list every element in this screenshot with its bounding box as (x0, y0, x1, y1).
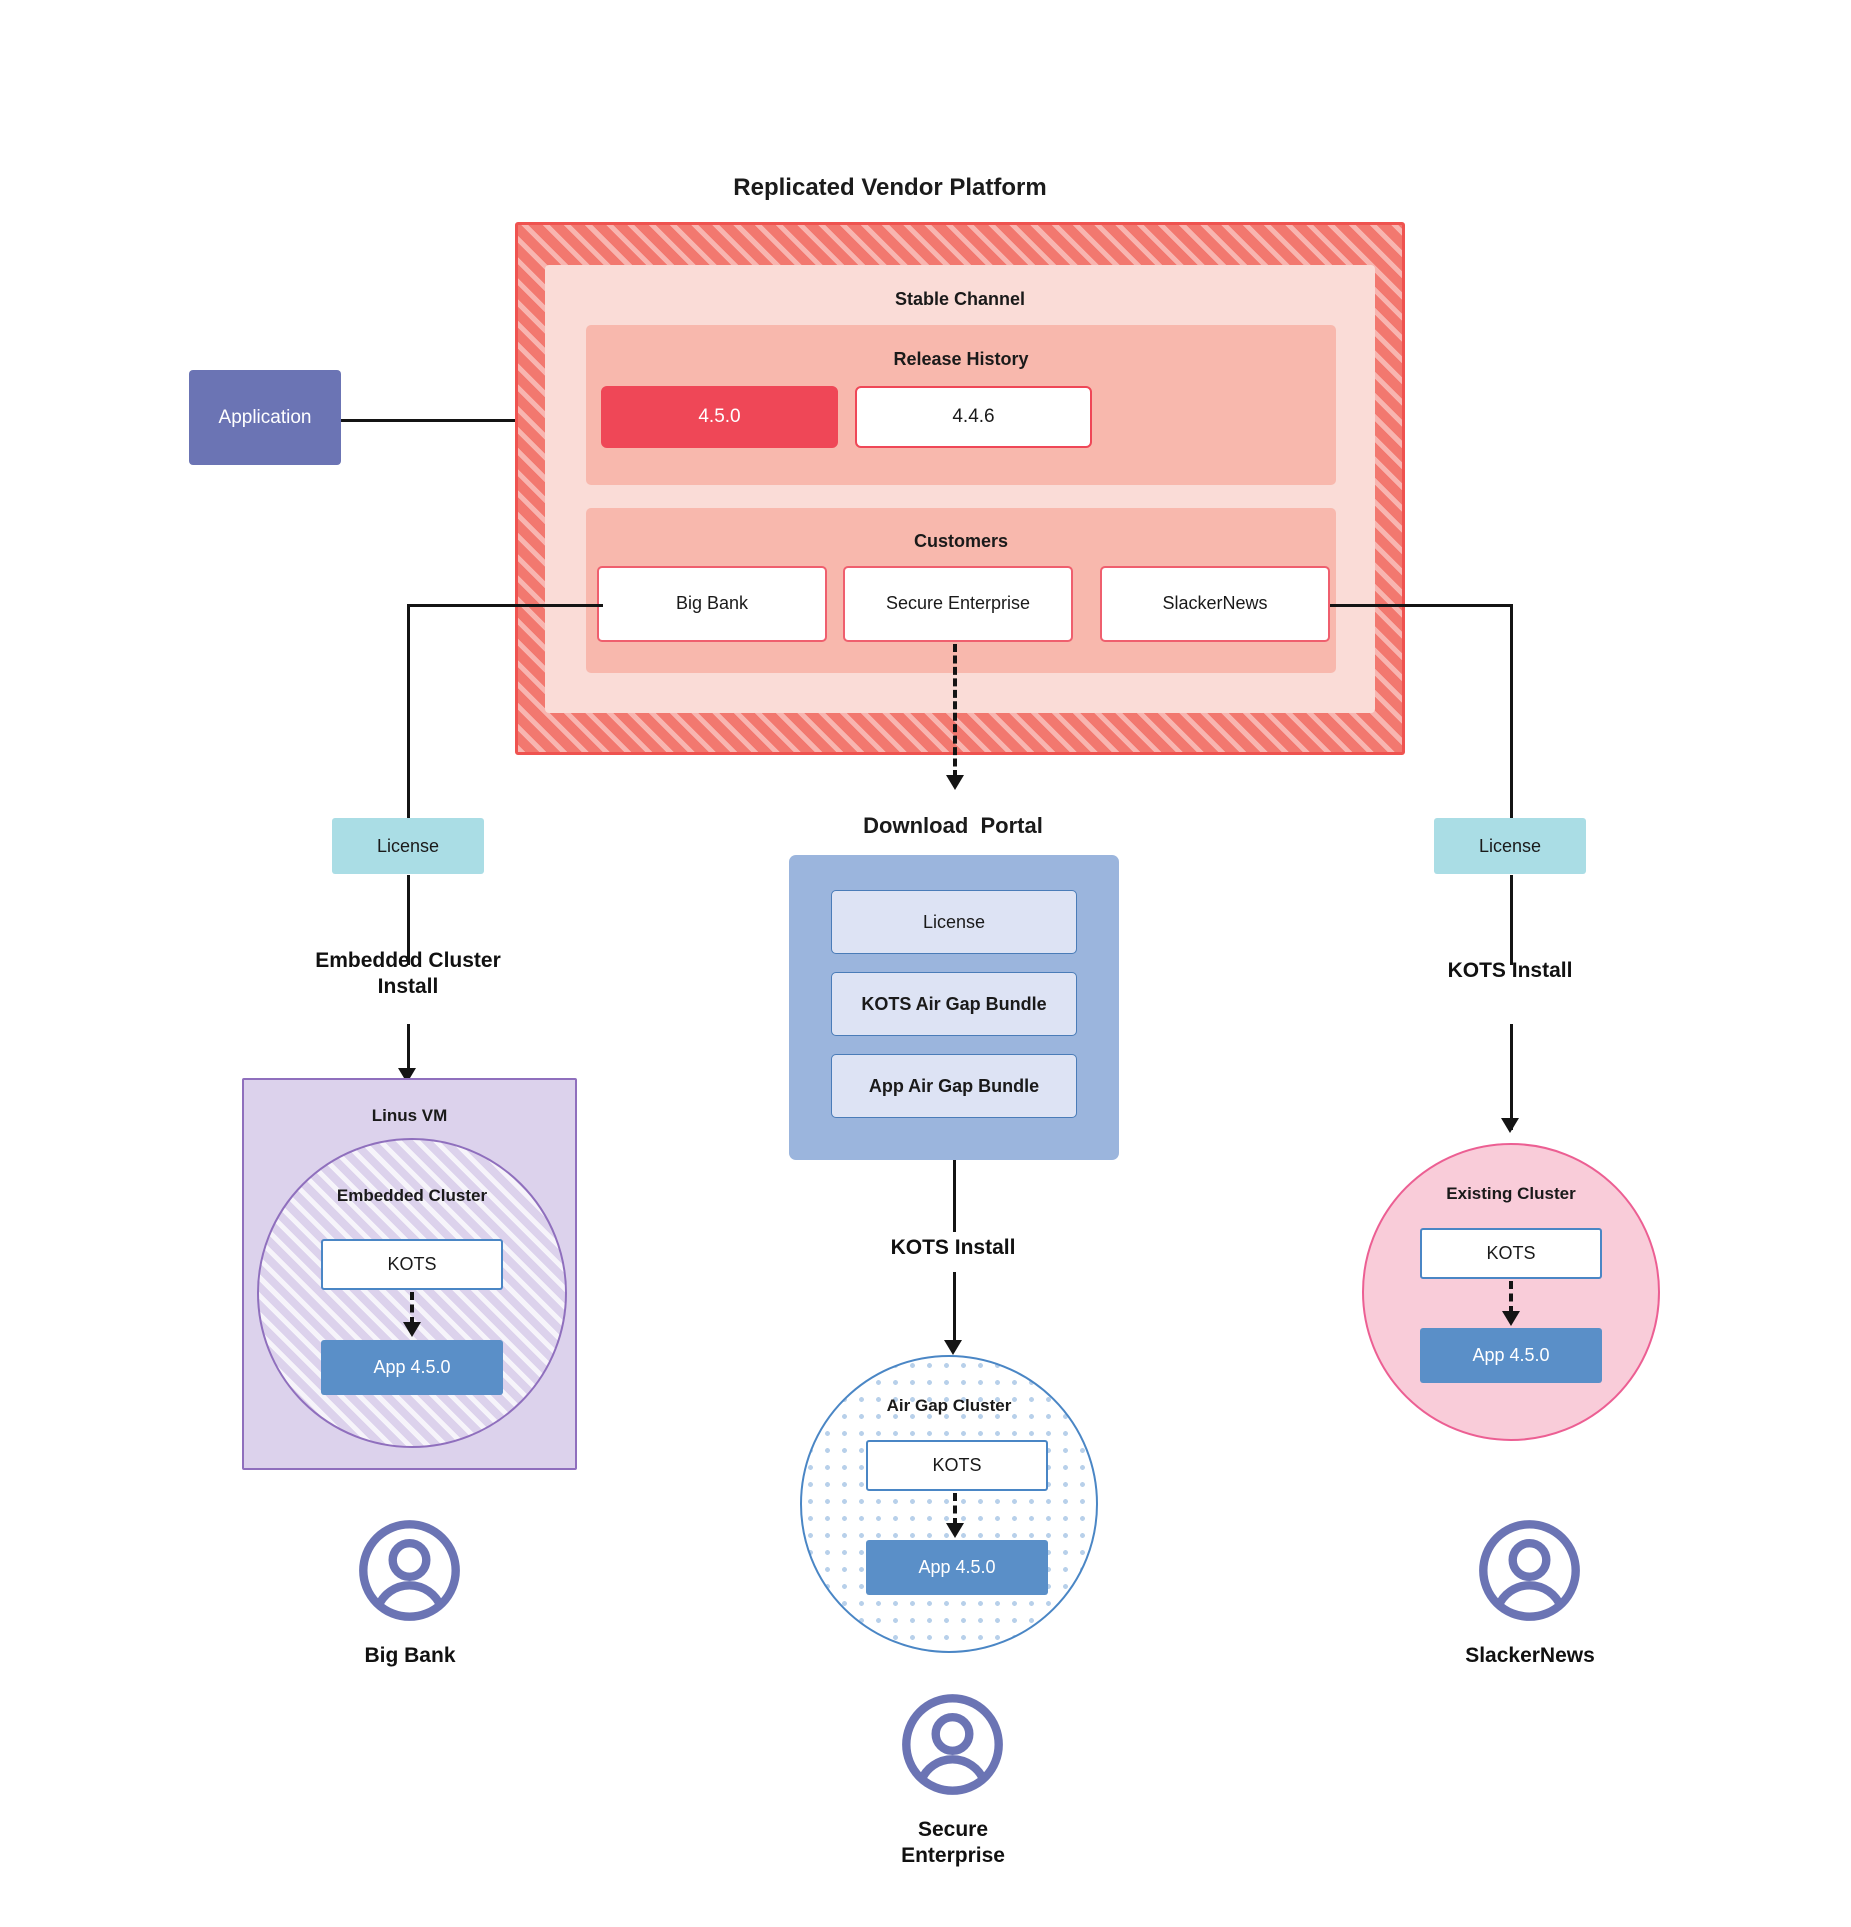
air-gap-cluster-circle (800, 1355, 1098, 1653)
portal-item-kots-air-gap-bundle[interactable]: KOTS Air Gap Bundle (831, 972, 1077, 1036)
portal-item-label: App Air Gap Bundle (868, 1075, 1040, 1096)
app-version-label: App 4.5.0 (918, 1557, 996, 1577)
platform-title: Replicated Vendor Platform (733, 174, 1047, 201)
download-portal-title: Download Portal (863, 813, 1043, 838)
customer-name-label: SlackerNews (1162, 593, 1268, 614)
linus-vm-title: Linus VM (371, 1106, 448, 1125)
existing-cluster-title: Existing Cluster (1446, 1184, 1576, 1203)
app-box-existing[interactable]: App 4.5.0 (1420, 1328, 1602, 1383)
portal-line-below (953, 1160, 956, 1232)
right-branch-line-to-license (1510, 604, 1513, 843)
portal-arrow (944, 1340, 962, 1355)
application-box[interactable]: Application (189, 370, 341, 465)
existing-cluster-circle (1362, 1143, 1660, 1441)
kots-install-caption-right: KOTS Install (1447, 959, 1573, 982)
kots-label: KOTS (387, 1254, 437, 1274)
left-branch-line-horizontal (407, 604, 603, 607)
customers-title: Customers (913, 531, 1009, 551)
right-branch-line-to-cluster (1510, 1024, 1513, 1130)
left-branch-line-to-vm (407, 1024, 410, 1080)
release-version-label: 4.4.6 (952, 406, 995, 427)
kots-to-app-arrow (946, 1523, 964, 1538)
kots-to-app-arrow (1502, 1311, 1520, 1326)
portal-item-license[interactable]: License (831, 890, 1077, 954)
kots-to-app-dashed-line (1509, 1281, 1513, 1314)
secure-enterprise-dashed-line (953, 644, 957, 778)
customer-card-secure-enterprise[interactable]: Secure Enterprise (843, 566, 1073, 642)
right-branch-arrow (1501, 1118, 1519, 1133)
stable-channel-title: Stable Channel (894, 289, 1026, 309)
portal-line-to-cluster (953, 1272, 956, 1350)
persona-name-slackernews: SlackerNews (1465, 1644, 1595, 1667)
customer-card-slackernews[interactable]: SlackerNews (1100, 566, 1330, 642)
user-avatar-icon (359, 1520, 460, 1621)
release-card-current[interactable]: 4.5.0 (601, 386, 838, 448)
portal-item-app-air-gap-bundle[interactable]: App Air Gap Bundle (831, 1054, 1077, 1118)
customer-name-label: Secure Enterprise (885, 593, 1031, 614)
application-connector-line (341, 419, 595, 422)
embedded-cluster-install-caption: Embedded Cluster Install (315, 949, 501, 999)
persona-name-secure-enterprise: Secure Enterprise (901, 1818, 1005, 1868)
kots-label: KOTS (932, 1455, 982, 1475)
persona-name-big-bank: Big Bank (364, 1644, 456, 1667)
portal-item-label: License (922, 911, 986, 932)
left-branch-line-below-license (407, 875, 410, 965)
kots-box-existing[interactable]: KOTS (1420, 1228, 1602, 1279)
app-box-airgap[interactable]: App 4.5.0 (866, 1540, 1048, 1595)
release-version-label: 4.5.0 (698, 406, 741, 427)
right-branch-line-below-license (1510, 875, 1513, 965)
left-branch-line-to-license (407, 604, 410, 843)
license-chip-left[interactable]: License (332, 818, 484, 874)
app-box-embedded[interactable]: App 4.5.0 (321, 1340, 503, 1395)
kots-label: KOTS (1486, 1243, 1536, 1263)
customer-card-big-bank[interactable]: Big Bank (597, 566, 827, 642)
kots-to-app-dashed-line (953, 1493, 957, 1526)
kots-box-embedded[interactable]: KOTS (321, 1239, 503, 1290)
release-history-title: Release History (893, 349, 1029, 369)
license-chip-right[interactable]: License (1434, 818, 1586, 874)
user-avatar-icon (902, 1694, 1003, 1795)
right-branch-line-horizontal (1330, 604, 1513, 607)
kots-to-app-arrow (403, 1322, 421, 1337)
kots-install-caption-center: KOTS Install (890, 1236, 1016, 1259)
kots-box-airgap[interactable]: KOTS (866, 1440, 1048, 1491)
license-label: License (376, 835, 440, 856)
release-card-previous[interactable]: 4.4.6 (855, 386, 1092, 448)
app-version-label: App 4.5.0 (1472, 1345, 1550, 1365)
air-gap-cluster-title: Air Gap Cluster (886, 1396, 1012, 1415)
portal-item-label: KOTS Air Gap Bundle (861, 993, 1047, 1014)
customer-name-label: Big Bank (675, 593, 749, 614)
secure-enterprise-dashed-arrow (946, 775, 964, 790)
application-label: Application (218, 406, 312, 428)
embedded-cluster-title: Embedded Cluster (336, 1186, 488, 1205)
license-label: License (1478, 835, 1542, 856)
app-version-label: App 4.5.0 (373, 1357, 451, 1377)
user-avatar-icon (1479, 1520, 1580, 1621)
kots-to-app-dashed-line (410, 1292, 414, 1325)
